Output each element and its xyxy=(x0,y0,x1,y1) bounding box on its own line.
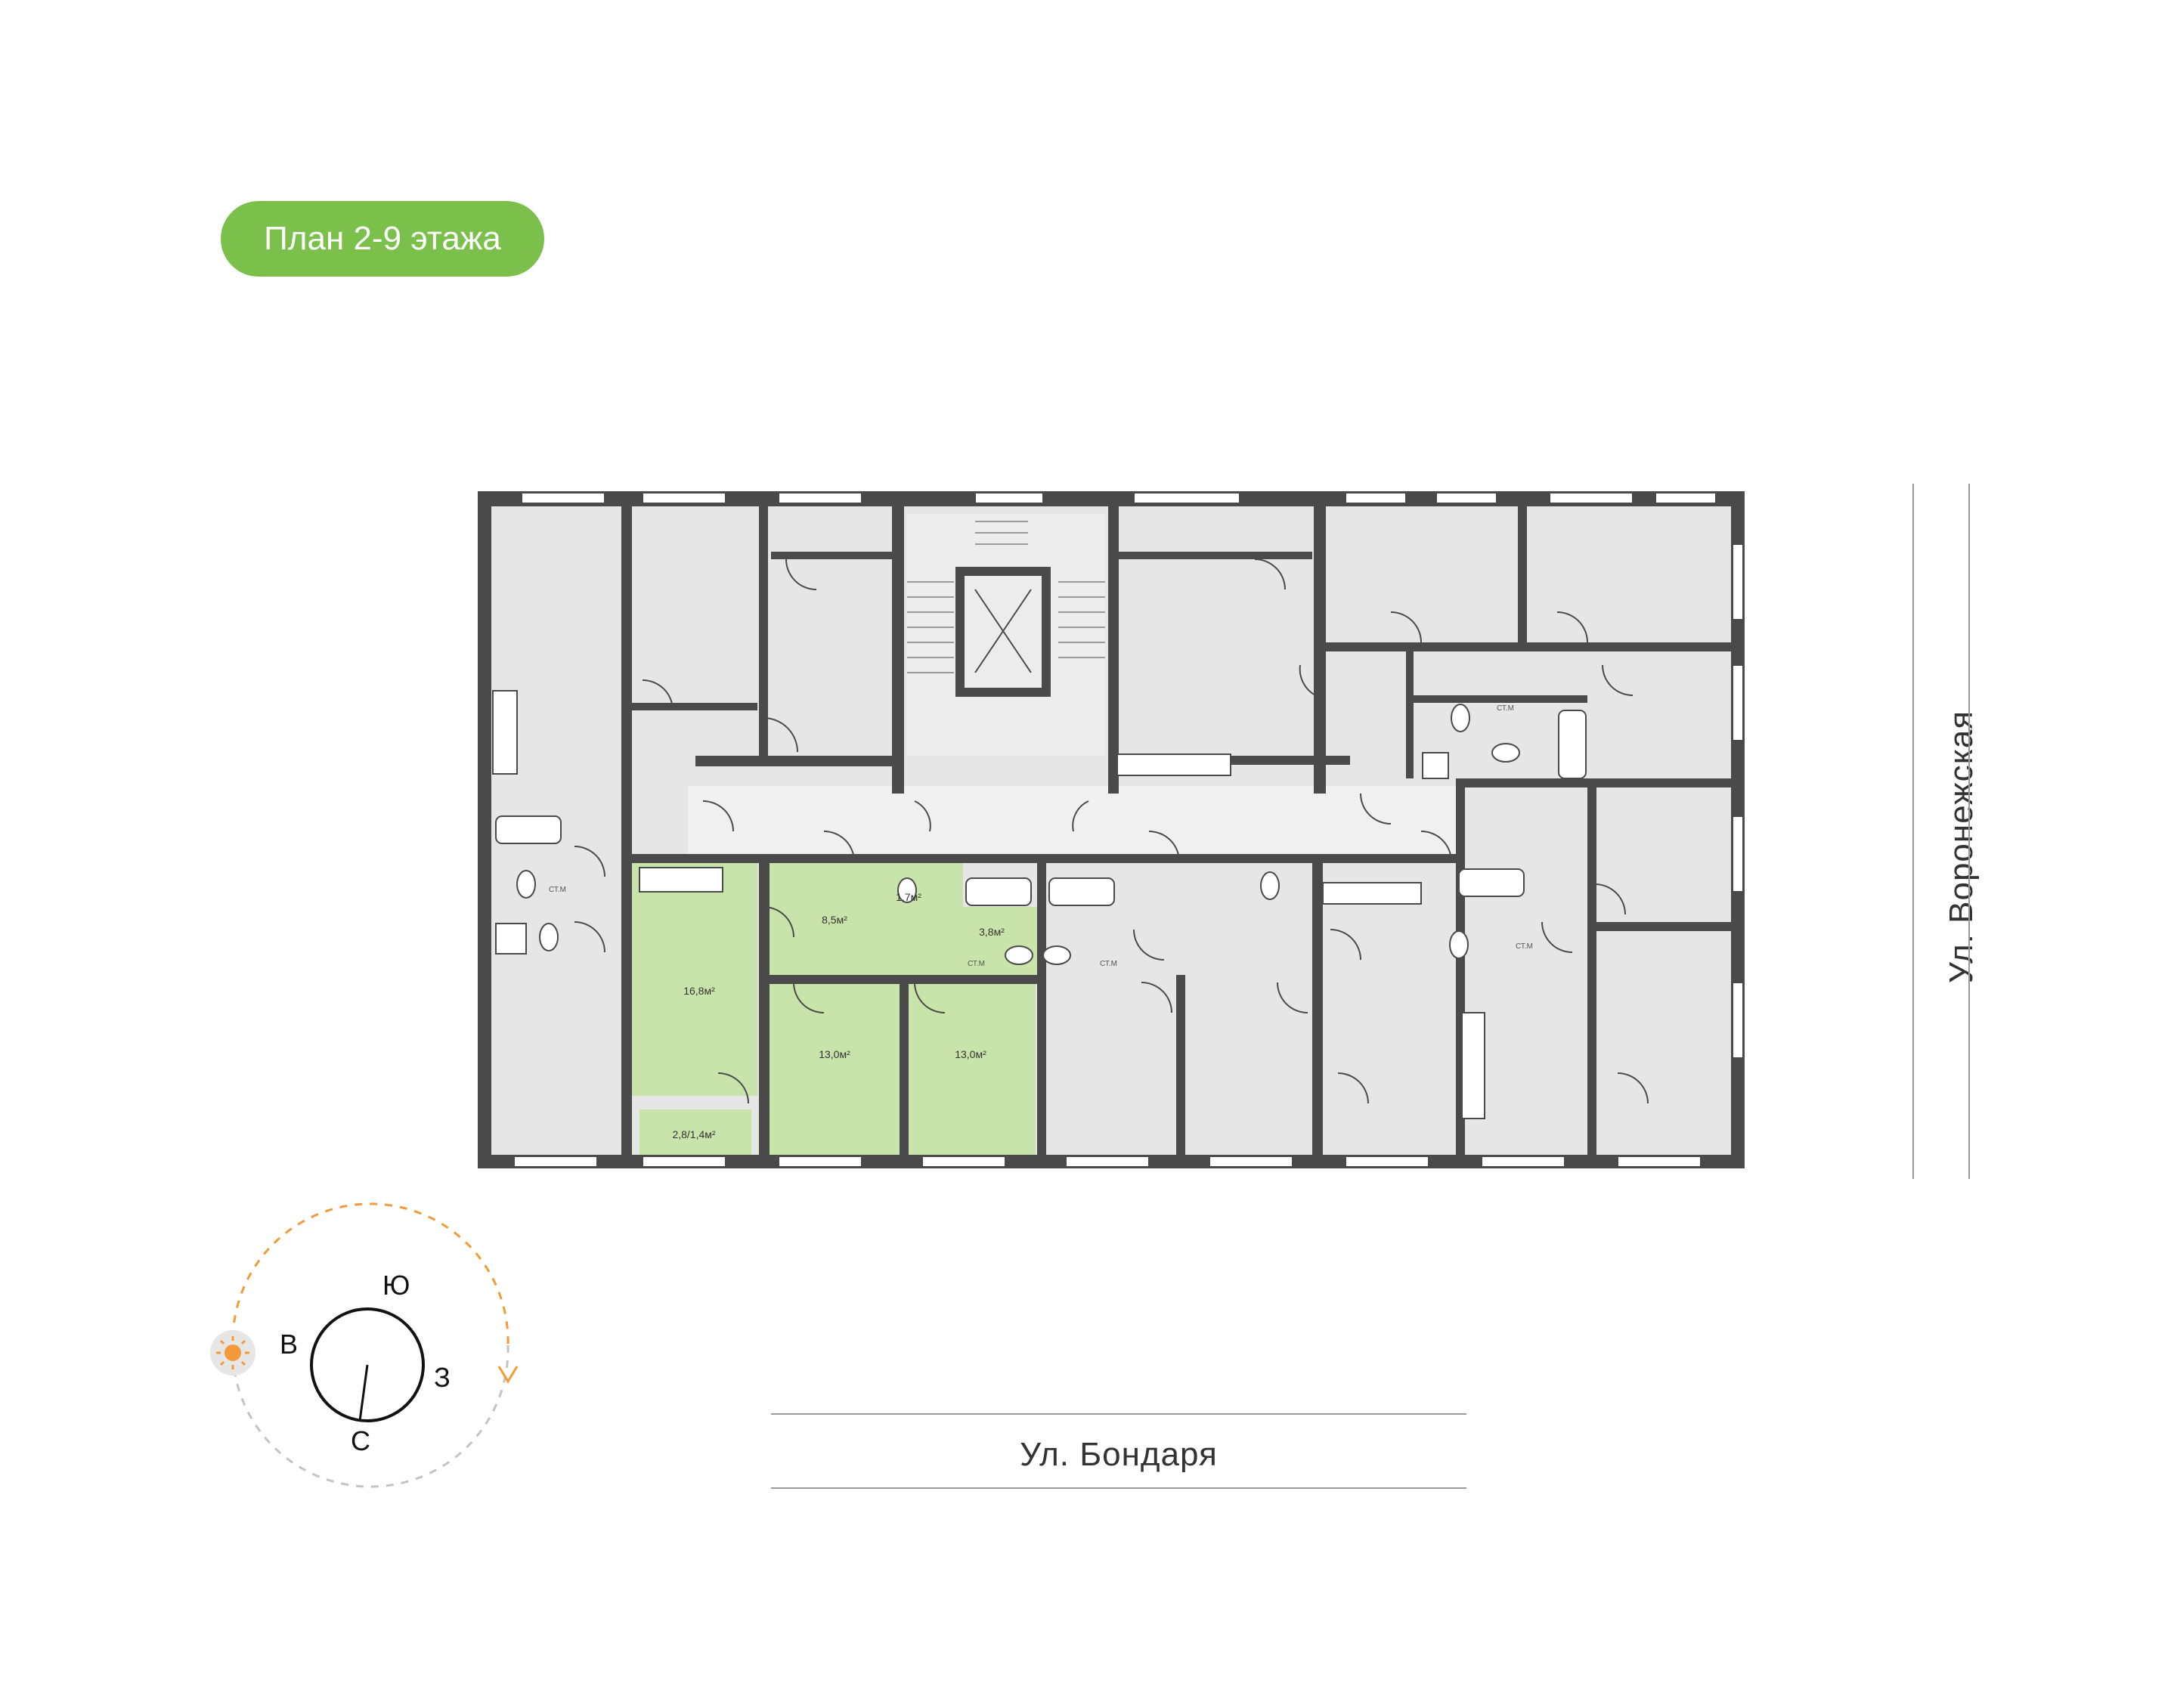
toilet-icon xyxy=(516,870,536,899)
street-right-label: Ул. Воронежская xyxy=(1943,710,1980,983)
bathtub-icon xyxy=(1458,868,1525,897)
street-line-top xyxy=(771,1413,1466,1415)
sun-icon xyxy=(225,1344,241,1361)
corridor-east xyxy=(1111,786,1459,854)
bathtub-icon xyxy=(1048,877,1115,906)
kitchen-counter xyxy=(492,690,518,775)
storage-label: СТ.М xyxy=(549,886,566,894)
compass-north-label: С xyxy=(351,1425,370,1456)
sun-rays xyxy=(216,1336,249,1369)
storage-label: СТ.М xyxy=(1100,960,1117,968)
storage-label: СТ.М xyxy=(1497,704,1514,713)
street-line-bottom xyxy=(771,1487,1466,1489)
bathtub-icon xyxy=(965,877,1032,906)
arrow-down-icon xyxy=(497,1366,519,1384)
toilet-icon xyxy=(1042,945,1071,965)
top-windows xyxy=(521,492,1717,504)
sun-path-arc xyxy=(231,1202,509,1346)
area-balcony: 2,8/1,4м² xyxy=(672,1128,715,1140)
floor-plan-title-badge: План 2-9 этажа xyxy=(221,201,544,277)
storage-label: СТ.М xyxy=(1516,942,1533,951)
area-bathroom: 3,8м² xyxy=(979,926,1005,938)
compass-circle xyxy=(310,1307,425,1422)
room-bedroom-1[interactable] xyxy=(770,982,900,1155)
shower-icon xyxy=(495,923,527,955)
shower-icon xyxy=(1422,752,1449,779)
kitchen-counter xyxy=(639,867,723,893)
doors xyxy=(574,559,1649,1104)
storage-labels: СТ.М СТ.М СТ.М СТ.М СТ.М xyxy=(549,704,1533,968)
toilet-icon xyxy=(1491,743,1520,763)
right-windows xyxy=(1732,543,1744,1059)
area-bedroom-2: 13,0м² xyxy=(955,1048,986,1060)
elevator-shaft xyxy=(955,567,1051,697)
toilet-icon xyxy=(1260,871,1280,900)
toilet-icon xyxy=(1449,930,1469,959)
storage-label: СТ.М xyxy=(968,960,985,968)
area-kitchen-living: 16,8м² xyxy=(683,985,715,997)
room-bedroom-2[interactable] xyxy=(907,982,1036,1155)
compass-south-label: Ю xyxy=(382,1270,410,1301)
bathtub-icon xyxy=(1558,710,1587,779)
compass-needle xyxy=(358,1364,369,1422)
kitchen-counter xyxy=(1461,1012,1485,1119)
toilet-icon xyxy=(1005,945,1033,965)
night-path-arc xyxy=(231,1344,509,1488)
compass xyxy=(210,1202,519,1488)
kitchen-counter xyxy=(1322,882,1422,905)
street-bottom-label: Ул. Бондаря xyxy=(1020,1436,1218,1473)
fixtures xyxy=(492,690,1587,1119)
area-hall: 8,5м² xyxy=(822,914,847,926)
street-line-left xyxy=(1912,484,1914,1179)
bottom-windows xyxy=(513,1156,1702,1168)
area-wc: 1,7м² xyxy=(896,891,921,903)
compass-west-label: З xyxy=(434,1362,451,1393)
toilet-icon xyxy=(539,923,559,951)
kitchen-counter xyxy=(1116,753,1231,776)
room-kitchen-living[interactable] xyxy=(627,862,757,1096)
interior-walls xyxy=(621,506,1731,1155)
room-balcony[interactable] xyxy=(639,1109,751,1155)
area-bedroom-1: 13,0м² xyxy=(819,1048,850,1060)
room-bathroom[interactable] xyxy=(954,907,1042,975)
toilet-icon xyxy=(1451,704,1470,732)
street-line-right xyxy=(1968,484,1970,1179)
stairwell xyxy=(907,514,1105,756)
area-labels: 16,8м² 8,5м² 1,7м² 3,8м² 13,0м² 13,0м² 2… xyxy=(672,891,1005,1140)
compass-east-label: В xyxy=(280,1329,299,1360)
bathtub-icon xyxy=(495,815,562,844)
toilet-icon xyxy=(897,877,917,903)
